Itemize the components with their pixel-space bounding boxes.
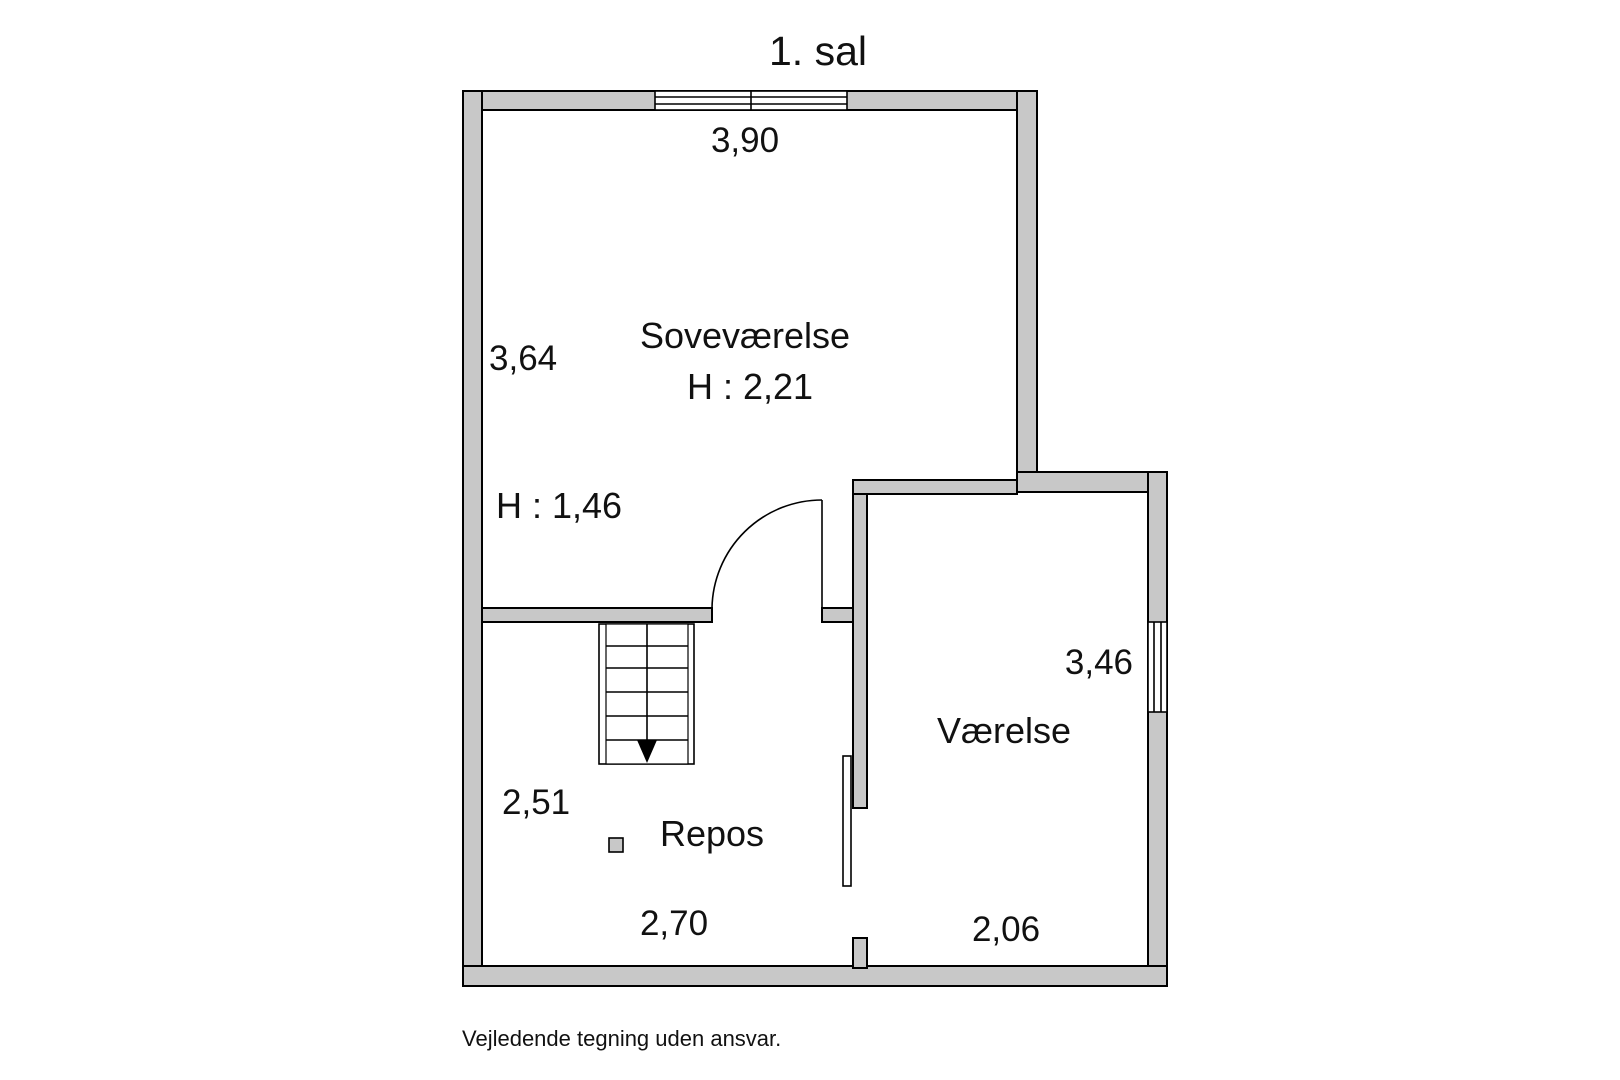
wall-interior-vertical-lower [852, 937, 868, 969]
dim-room-length: 3,46 [1065, 643, 1133, 682]
wall-step-top [1016, 471, 1168, 493]
sliding-door [842, 755, 852, 887]
wall-room-top [852, 479, 1018, 495]
room-height-bedroom: H : 2,21 [687, 366, 813, 407]
dim-landing-length: 2,51 [502, 783, 570, 822]
wall-interior-stub [821, 607, 857, 623]
wall-left [462, 90, 483, 987]
wall-bedroom-right [1016, 90, 1038, 481]
stair-down-arrow-icon [637, 740, 657, 763]
door-bedroom [711, 499, 823, 622]
wall-interior-horizontal [481, 607, 713, 623]
room-name-bedroom: Soveværelse [640, 315, 850, 356]
dim-bedroom-length: 3,64 [489, 339, 557, 378]
column-icon [608, 837, 624, 853]
wall-interior-vertical-upper [852, 479, 868, 809]
low-height-label: H : 1,46 [496, 485, 622, 526]
staircase [598, 623, 695, 765]
dim-room-width: 2,06 [972, 910, 1040, 949]
floor-title: 1. sal [769, 28, 867, 74]
window-top [654, 90, 848, 111]
wall-bottom [462, 965, 1168, 987]
window-right [1147, 621, 1168, 713]
room-name-room: Værelse [937, 710, 1071, 751]
dim-bedroom-width: 3,90 [711, 121, 779, 160]
disclaimer: Vejledende tegning uden ansvar. [462, 1026, 781, 1051]
room-name-landing: Repos [660, 813, 764, 854]
walls [462, 90, 1168, 987]
dim-landing-width: 2,70 [640, 904, 708, 943]
wall-right [1147, 471, 1168, 987]
